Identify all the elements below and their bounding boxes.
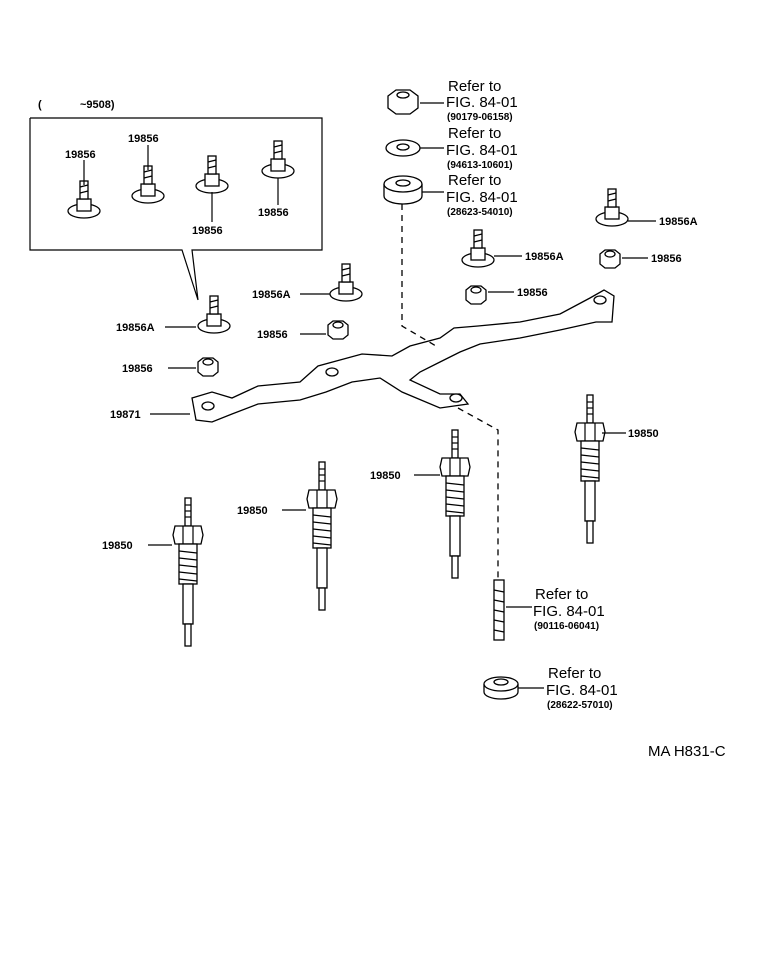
callout-inset-left: 19856: [65, 149, 96, 161]
nut-mid: [465, 285, 487, 305]
drawing-code: MA H831-C: [648, 743, 726, 760]
callout-nut-left-lower: 19856: [122, 363, 153, 375]
callout-plug-4: 19850: [628, 428, 659, 440]
glow-plug-3: [439, 429, 471, 579]
bolt-mid: [329, 263, 363, 302]
ref-note-4: Refer to FIG. 84-01 (90116-06041): [533, 586, 605, 632]
callout-plug-2: 19850: [237, 505, 268, 517]
callout-inset-mid: 19856: [192, 225, 223, 237]
svg-text:FIG. 84-01: FIG. 84-01: [446, 142, 518, 159]
svg-text:(94613-10601): (94613-10601): [447, 160, 513, 171]
inset-bolt-left: [67, 180, 101, 219]
nut-right-a: [599, 249, 621, 269]
glow-plug-4: [574, 394, 606, 544]
svg-text:FIG. 84-01: FIG. 84-01: [546, 682, 618, 699]
callout-nut-right-a: 19856: [651, 253, 682, 265]
callout-inset-top: 19856: [128, 133, 159, 145]
callout-nut-mid: 19856: [517, 287, 548, 299]
ref-part-washer: [385, 139, 421, 157]
nut-left-upper: [327, 320, 349, 340]
callout-bolt-right-upper: 19856A: [525, 251, 564, 263]
inset-bolt-mid: [195, 155, 229, 194]
svg-text:Refer to: Refer to: [448, 172, 501, 189]
ref-note-3: Refer to FIG. 84-01 (28623-54010): [446, 172, 518, 218]
callout-bolt-mid: 19856A: [252, 289, 291, 301]
callout-bolt-bottom-left: 19856A: [116, 322, 155, 334]
ref-part-nut-top: [387, 89, 419, 115]
inset-note-open: (: [38, 99, 42, 111]
svg-text:Refer to: Refer to: [535, 586, 588, 603]
ref-note-2: Refer to FIG. 84-01 (94613-10601): [446, 125, 518, 171]
svg-text:FIG. 84-01: FIG. 84-01: [446, 189, 518, 206]
inset-note-range: ~9508): [80, 99, 115, 111]
inset-bolt-right: [261, 140, 295, 179]
ref-note-1: Refer to FIG. 84-01 (90179-06158): [446, 78, 518, 123]
svg-text:FIG. 84-01: FIG. 84-01: [446, 94, 518, 111]
svg-text:Refer to: Refer to: [448, 78, 501, 95]
bus-bar: [191, 289, 615, 423]
bolt-bottom-left: [197, 295, 231, 334]
callout-bus-bar: 19871: [110, 409, 141, 421]
ref-part-cap-nut: [483, 676, 519, 700]
svg-text:FIG. 84-01: FIG. 84-01: [533, 603, 605, 620]
callout-plug-3: 19850: [370, 470, 401, 482]
glow-plug-1: [172, 497, 204, 647]
svg-text:Refer to: Refer to: [548, 665, 601, 682]
nut-left-lower: [197, 357, 219, 377]
bolt-right-upper: [461, 229, 495, 268]
svg-text:(90116-06041): (90116-06041): [534, 621, 599, 632]
ref-note-5: Refer to FIG. 84-01 (28622-57010): [546, 665, 618, 711]
inset-frame: [29, 117, 323, 301]
glow-plug-2: [306, 461, 338, 611]
svg-text:(90179-06158): (90179-06158): [447, 112, 513, 123]
callout-inset-right: 19856: [258, 207, 289, 219]
bolt-right-top: [595, 188, 629, 227]
ref-part-stud: [493, 579, 505, 641]
svg-text:(28623-54010): (28623-54010): [447, 207, 513, 218]
callout-nut-left-upper: 19856: [257, 329, 288, 341]
callout-plug-1: 19850: [102, 540, 133, 552]
svg-text:Refer to: Refer to: [448, 125, 501, 142]
inset-bolt-top: [131, 165, 165, 204]
ref-part-insulator: [383, 175, 423, 205]
svg-text:(28622-57010): (28622-57010): [547, 700, 613, 711]
callout-bolt-right-top: 19856A: [659, 216, 698, 228]
